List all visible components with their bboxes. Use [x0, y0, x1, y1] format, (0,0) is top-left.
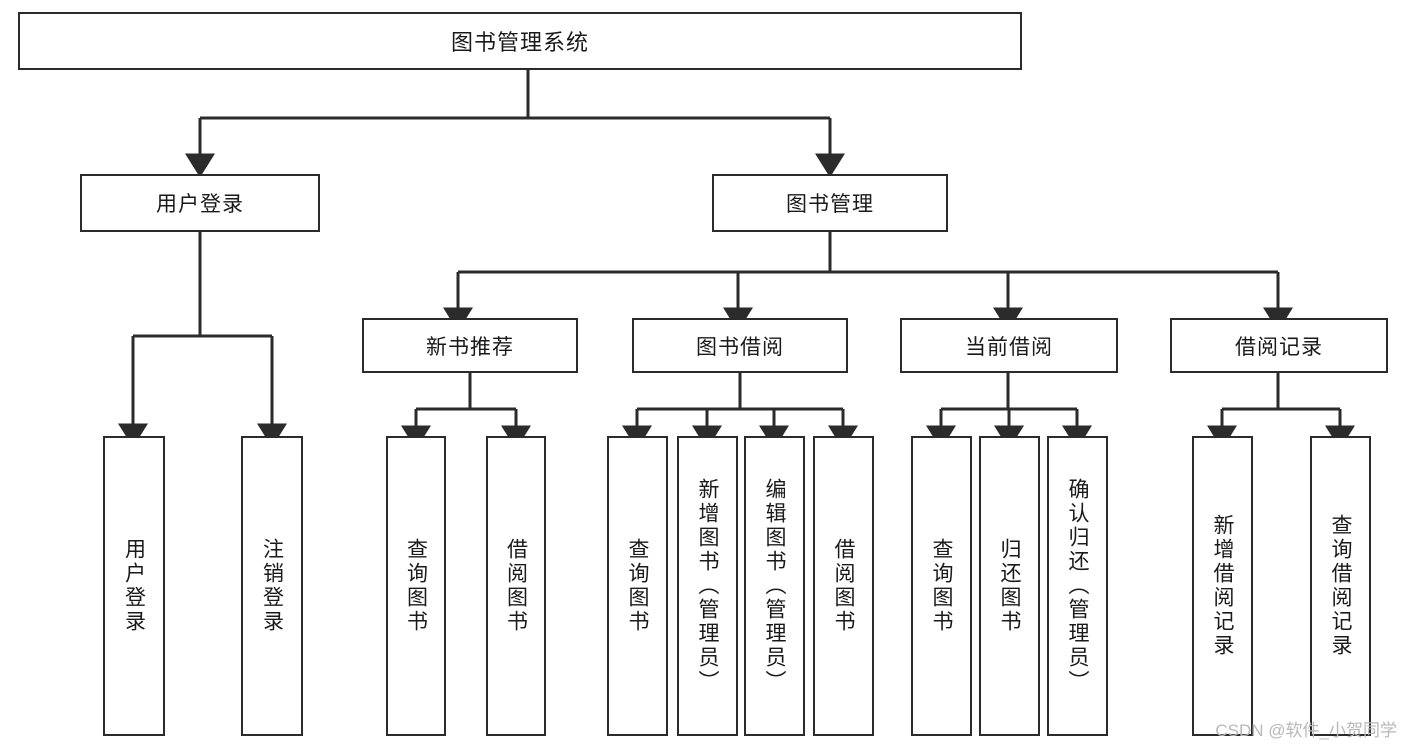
leaf-add-book-admin[interactable]: 新增图书（管理员） [677, 436, 738, 736]
leaf-query-borrow-record[interactable]: 查询借阅记录 [1310, 436, 1371, 736]
node-user-login[interactable]: 用户登录 [80, 174, 320, 232]
node-book-borrow[interactable]: 图书借阅 [632, 318, 848, 373]
leaf-borrow-book[interactable]: 借阅图书 [813, 436, 874, 736]
leaf-confirm-return-admin[interactable]: 确认归还（管理员） [1047, 436, 1108, 736]
node-book-management[interactable]: 图书管理 [712, 174, 948, 232]
node-new-book-recommend[interactable]: 新书推荐 [362, 318, 578, 373]
leaf-return-book[interactable]: 归还图书 [979, 436, 1040, 736]
leaf-borrow-book-recommend[interactable]: 借阅图书 [486, 436, 546, 736]
node-current-borrow[interactable]: 当前借阅 [900, 318, 1118, 373]
leaf-user-login[interactable]: 用户登录 [103, 436, 165, 736]
leaf-query-book-recommend[interactable]: 查询图书 [386, 436, 446, 736]
watermark-text: CSDN @软件_小贺同学 [1215, 721, 1397, 740]
leaf-user-logout[interactable]: 注销登录 [241, 436, 303, 736]
leaf-add-borrow-record[interactable]: 新增借阅记录 [1192, 436, 1253, 736]
node-borrow-record[interactable]: 借阅记录 [1170, 318, 1388, 373]
node-root-system[interactable]: 图书管理系统 [18, 12, 1022, 70]
leaf-query-book-current[interactable]: 查询图书 [911, 436, 972, 736]
leaf-edit-book-admin[interactable]: 编辑图书（管理员） [744, 436, 805, 736]
leaf-query-book-borrow[interactable]: 查询图书 [607, 436, 668, 736]
